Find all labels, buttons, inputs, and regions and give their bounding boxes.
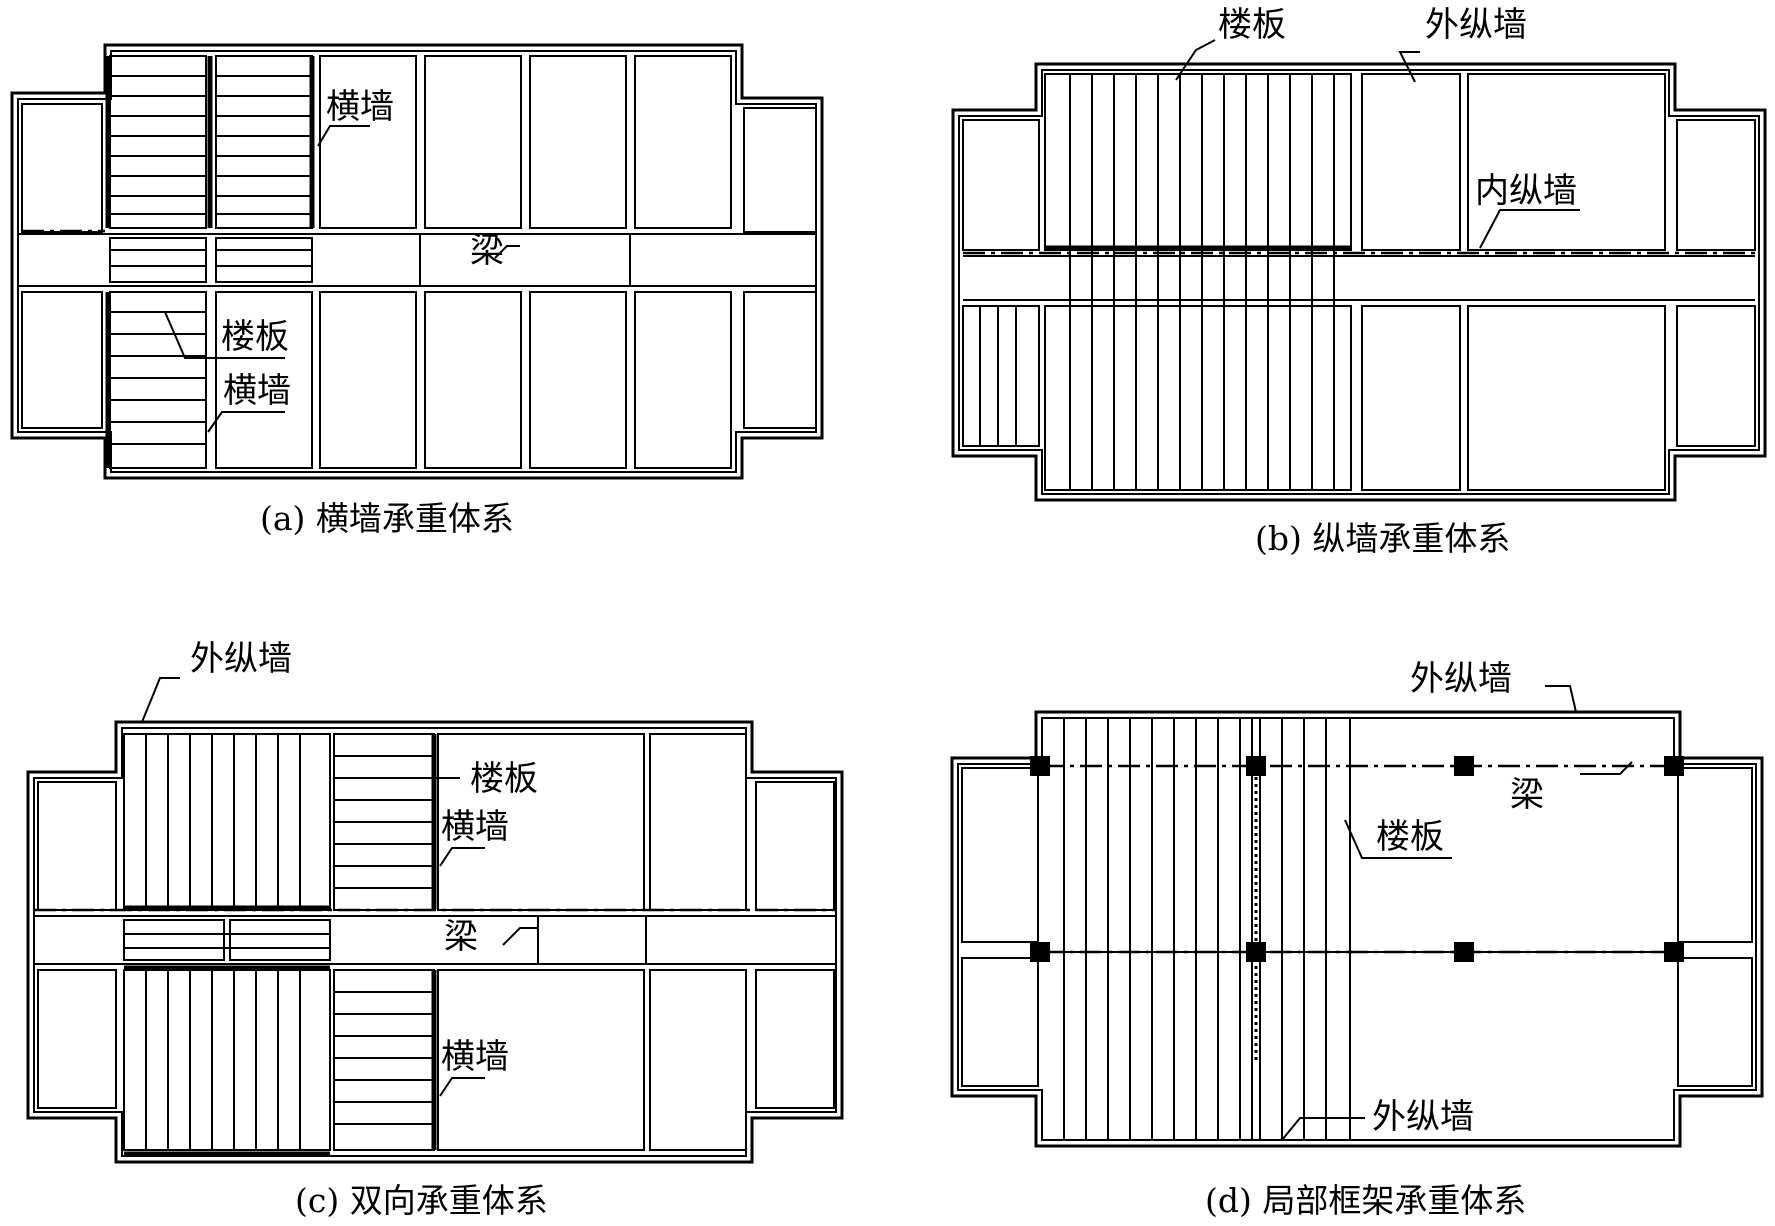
- label-cross-wall-top-c: 横墙: [441, 807, 509, 847]
- floor-slabs-a: [110, 75, 312, 445]
- label-floor-slab-d: 楼板: [1376, 817, 1444, 857]
- floor-slabs-c: [124, 734, 434, 1150]
- diagram-a-cross-wall-bearing: 横墙 梁 楼板 横墙 (a) 横墙承重体系: [10, 43, 824, 538]
- label-cross-wall-bottom-c: 横墙: [441, 1037, 509, 1077]
- bearing-walls-a: [105, 56, 315, 468]
- label-cross-wall-top-a: 横墙: [326, 87, 394, 127]
- floor-slabs-b: [979, 74, 1335, 490]
- label-beam-c: 梁: [444, 917, 478, 957]
- label-inner-longitudinal-wall-b: 内纵墙: [1475, 171, 1577, 211]
- building-outline-b: [951, 62, 1767, 502]
- label-beam-d: 梁: [1510, 775, 1544, 815]
- label-outer-longitudinal-wall-top-d: 外纵墙: [1410, 659, 1512, 699]
- caption-c: (c) 双向承重体系: [295, 1181, 548, 1220]
- caption-a: (a) 横墙承重体系: [260, 499, 514, 538]
- rooms-d: [961, 718, 1753, 1140]
- diagram-b-longitudinal-wall-bearing: 楼板 外纵墙 内纵墙 (b) 纵墙承重体系: [951, 5, 1767, 558]
- leaders-c: [141, 677, 538, 1097]
- rooms-a: [18, 55, 817, 469]
- caption-b: (b) 纵墙承重体系: [1255, 519, 1510, 558]
- label-floor-slab-b: 楼板: [1218, 5, 1286, 45]
- diagram-d-partial-frame-bearing: 外纵墙 梁 楼板 外纵墙 (d) 局部框架承重体系: [950, 659, 1764, 1220]
- leaders-b: [1175, 39, 1580, 249]
- floor-slabs-d: [1063, 718, 1327, 1140]
- building-outline-a: [10, 43, 824, 480]
- rooms-b: [962, 73, 1756, 491]
- label-cross-wall-bottom-a: 横墙: [223, 371, 291, 411]
- label-outer-longitudinal-wall-b: 外纵墙: [1425, 5, 1527, 45]
- rooms-c: [34, 733, 836, 1151]
- leaders-d: [1281, 685, 1633, 1141]
- leaders-a: [164, 125, 520, 433]
- building-outline-d: [950, 710, 1764, 1148]
- caption-d: (d) 局部框架承重体系: [1205, 1181, 1526, 1220]
- axis-lines-d: [1042, 764, 1674, 954]
- label-floor-slab-c: 楼板: [470, 759, 538, 799]
- label-outer-longitudinal-wall-c: 外纵墙: [190, 639, 292, 679]
- label-outer-longitudinal-wall-bottom-d: 外纵墙: [1372, 1097, 1474, 1137]
- bearing-walls-c: [124, 734, 437, 1157]
- label-floor-slab-a: 楼板: [221, 317, 289, 357]
- frame-columns-d: [1030, 756, 1684, 962]
- label-beam-a: 梁: [470, 231, 504, 271]
- diagram-c-two-way-bearing: 外纵墙 楼板 横墙 梁 横墙 (c) 双向承重体系: [26, 639, 844, 1220]
